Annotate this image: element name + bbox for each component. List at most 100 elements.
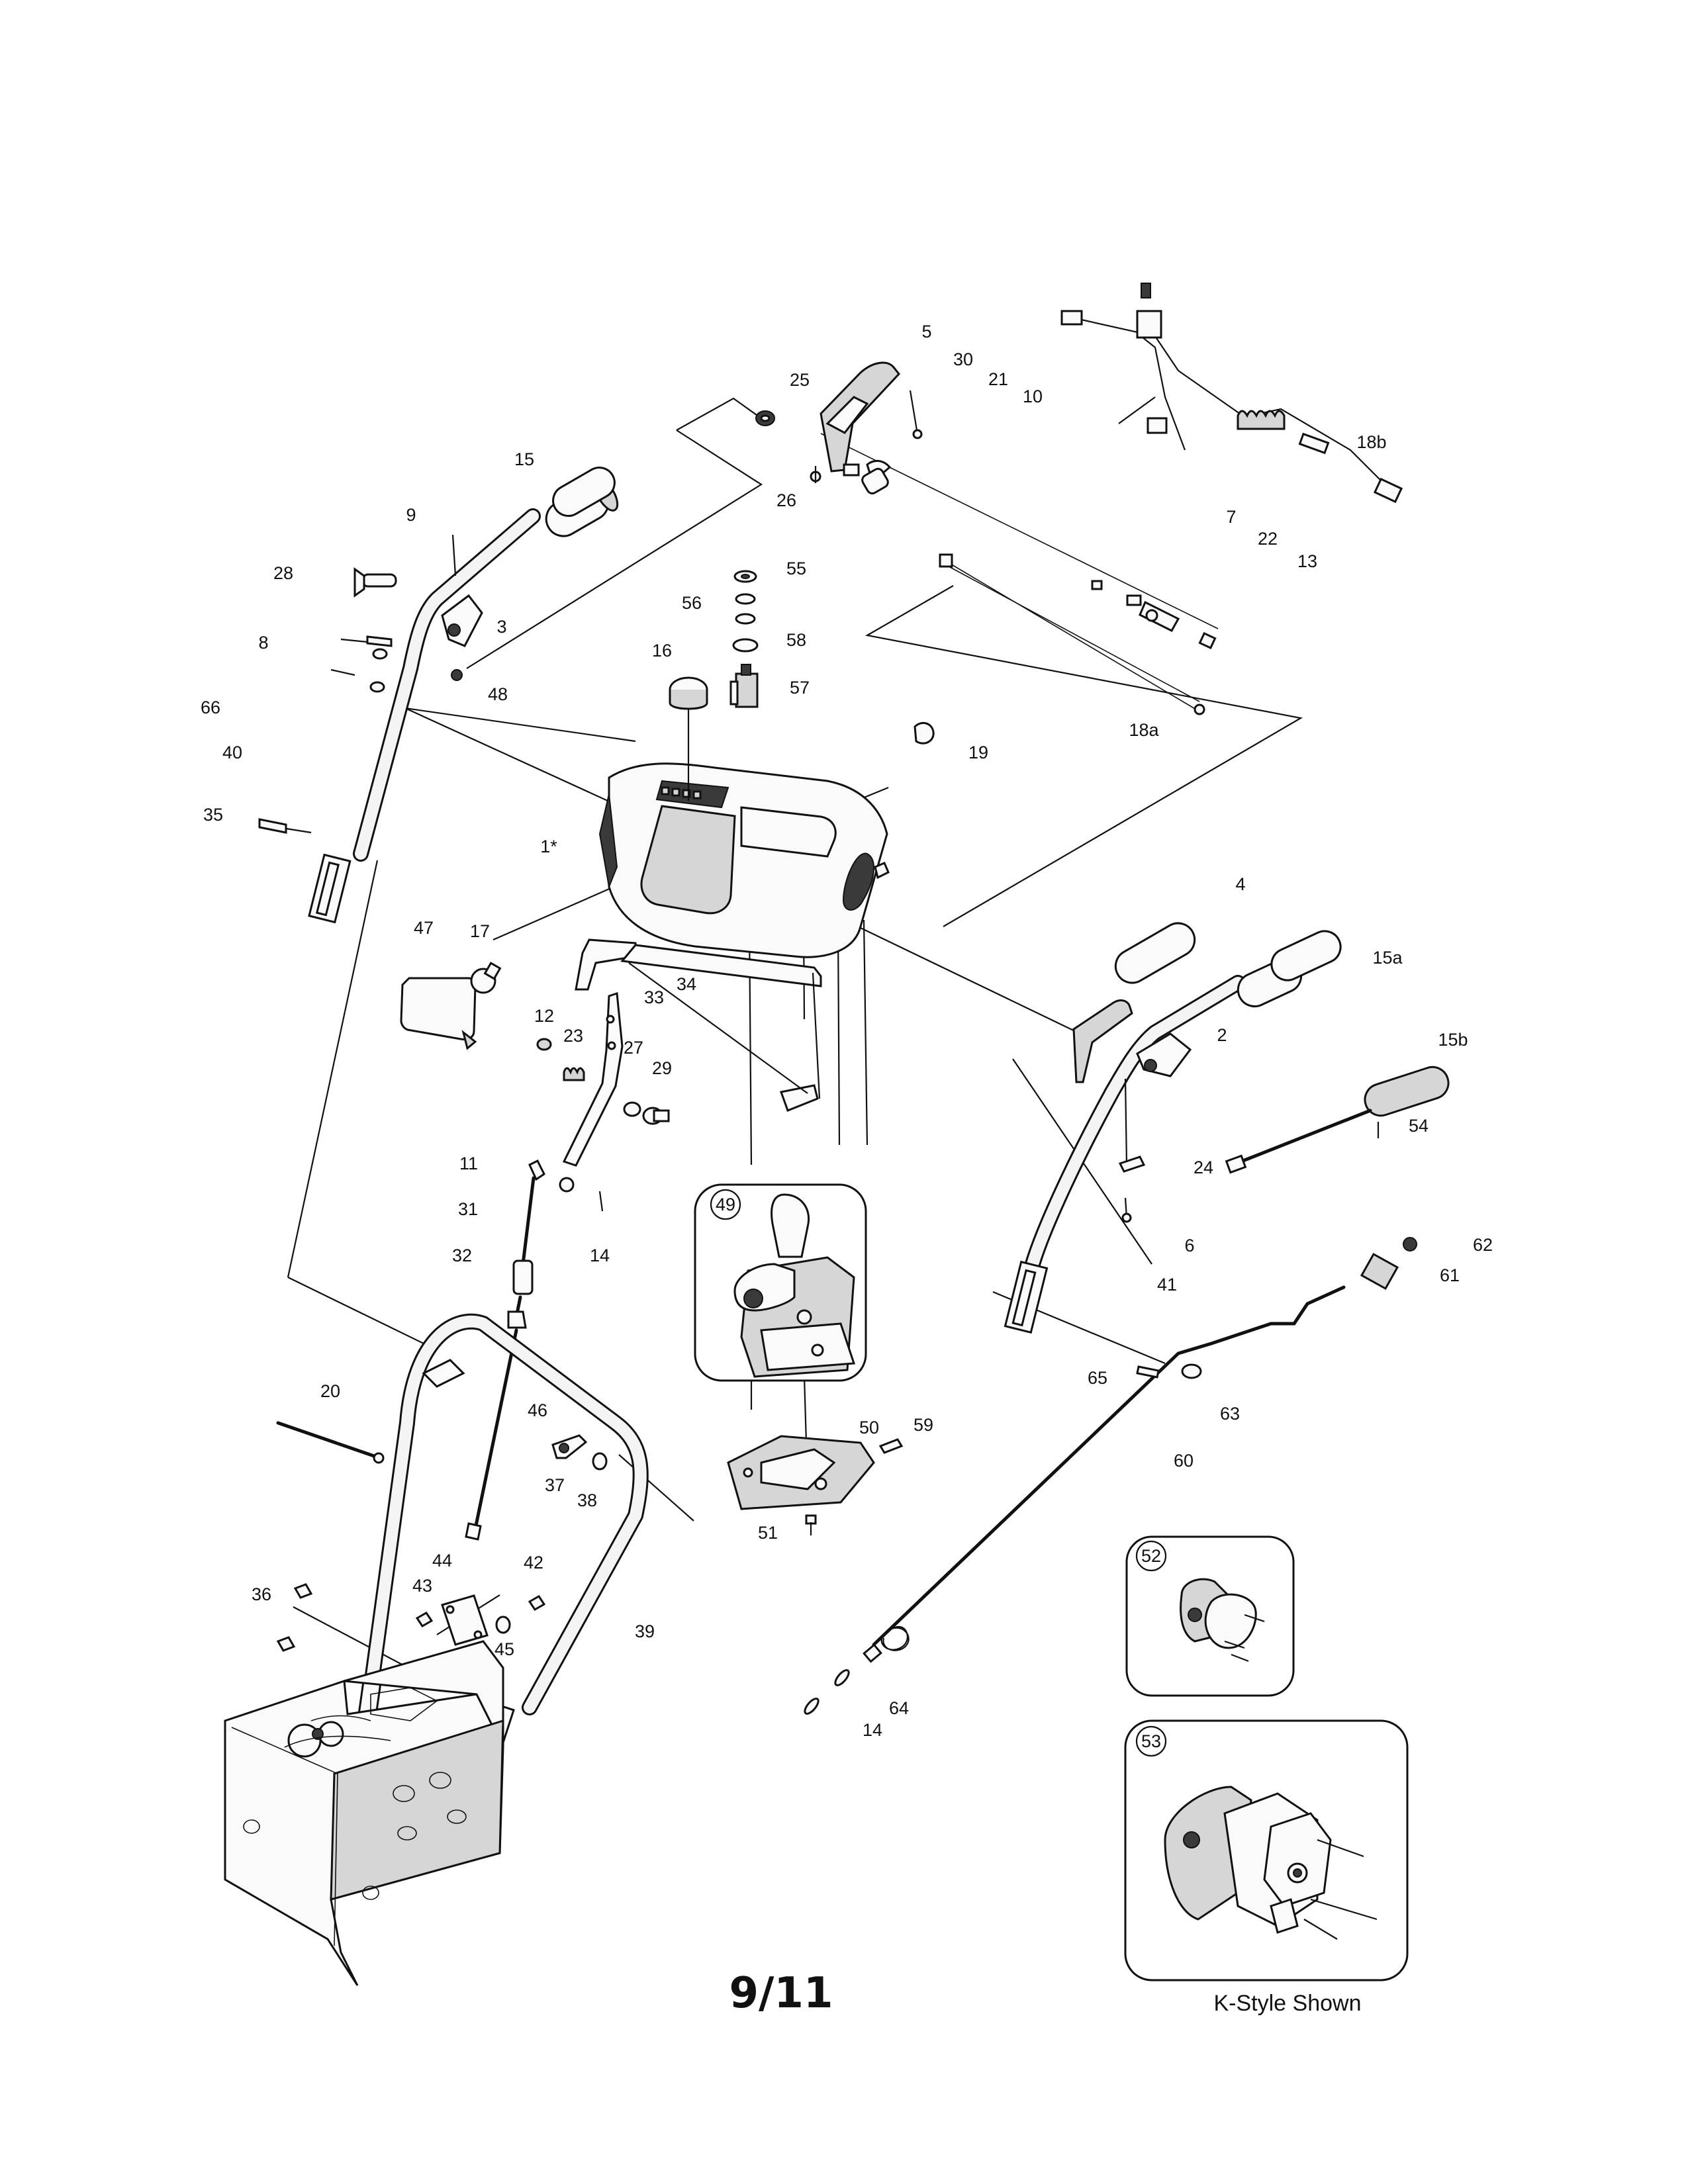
callout-28: 28 [273,563,293,583]
callout-47: 47 [414,918,434,938]
bolts-36 [276,1583,313,1652]
callout-40: 40 [222,743,242,762]
callout-39: 39 [635,1621,655,1641]
callout-number: 26 [776,490,796,510]
callout-number: 9 [406,505,416,525]
callout-number: 25 [790,370,810,390]
callout-11: 11 [459,1154,478,1173]
callout-44: 44 [432,1551,452,1570]
callout-5: 5 [921,322,931,341]
callout-2: 2 [1217,1025,1227,1045]
callout-18a: 18a [1129,720,1159,740]
callout-number: 65 [1088,1368,1107,1388]
callout-number: 44 [432,1551,452,1570]
callout-15: 15 [514,449,534,469]
inset-53 [1124,1719,1409,1981]
callout-37: 37 [545,1475,565,1495]
callout-number: 47 [414,918,434,938]
left-upper-handle-40 [258,478,619,924]
callout-number: 46 [528,1400,547,1420]
callout-number: 15 [514,449,534,469]
callout-16: 16 [652,641,672,660]
callout-number: 60 [1174,1451,1194,1471]
small-hardware-12-29 [536,1038,670,1212]
control-lever-4 [1072,922,1196,1083]
callout-8: 8 [258,633,268,653]
plate-50 [727,1435,904,1535]
upper-control-lever-5 [755,361,923,495]
callout-number: 52 [1141,1546,1161,1566]
clip-19 [914,721,935,745]
callout-23: 23 [563,1026,583,1046]
callout-58: 58 [786,630,806,650]
callout-number: 56 [682,593,702,613]
callout-number: 20 [320,1381,340,1401]
rod-assembly-31-46 [465,1159,545,1541]
callout-number: 32 [452,1246,472,1265]
callout-number: 30 [953,349,973,369]
callout-26: 26 [776,490,796,510]
callout-60: 60 [1174,1451,1194,1471]
callout-52: 52 [1135,1540,1167,1572]
callout-49: 49 [710,1189,741,1220]
callout-circle [1135,1725,1167,1757]
callout-number: 24 [1194,1158,1213,1177]
callout-number: 4 [1235,874,1245,894]
callout-number: 64 [889,1698,909,1718]
callout-53: 53 [1135,1725,1167,1757]
callout-number: 37 [545,1475,565,1495]
bracket-33 [559,991,624,1193]
callout-3: 3 [496,617,506,637]
callout-number: 63 [1220,1404,1240,1424]
callout-57: 57 [790,678,810,698]
callout-43: 43 [412,1576,432,1596]
callout-number: 15a [1372,948,1403,968]
callout-number: 42 [524,1553,543,1572]
callout-number: 12 [534,1006,554,1026]
callout-number: 13 [1297,551,1317,571]
callout-circle [710,1189,741,1220]
heated-grip-15b [1225,1066,1450,1174]
frame-housing [224,1640,504,1986]
callout-number: 7 [1226,507,1236,527]
callout-7: 7 [1226,507,1236,527]
callout-number: 53 [1141,1731,1161,1751]
callout-number: 18a [1129,720,1159,740]
callout-number: 6 [1184,1236,1194,1255]
grip-15 [552,467,616,517]
grip-15a [1270,930,1342,981]
callout-number: 23 [563,1026,583,1046]
callout-38: 38 [577,1490,597,1510]
callout-22: 22 [1258,529,1278,549]
callout-number: 11 [459,1154,478,1173]
callout-number: 29 [652,1058,672,1078]
callout-number: 50 [859,1418,879,1437]
callout-48: 48 [488,684,508,704]
callout-number: 18b [1356,432,1386,452]
cable-20 [276,1421,385,1464]
callout-number: 35 [203,805,223,825]
callout-46: 46 [528,1400,547,1420]
callout-55: 55 [786,559,806,578]
callout-number: 17 [470,921,490,941]
callout-33: 33 [644,987,664,1007]
callout-number: 43 [412,1576,432,1596]
callout-number: 28 [273,563,293,583]
callout-9: 9 [406,505,416,525]
callout-24: 24 [1194,1158,1213,1177]
page-number: 9/11 [729,1969,833,2018]
callout-number: 21 [988,369,1008,389]
callout-25: 25 [790,370,810,390]
callout-circle [1135,1540,1167,1572]
callout-50: 50 [859,1418,879,1437]
style-caption: K-Style Shown [1213,1991,1362,2016]
dash-panel-1 [598,762,890,958]
switch-stack-55-58 [729,570,759,708]
callout-4: 4 [1235,874,1245,894]
callout-number: 14 [590,1246,610,1265]
cables-18a-10 [820,433,1219,715]
inset-52 [1125,1535,1295,1697]
reference-lines [287,397,1303,1715]
